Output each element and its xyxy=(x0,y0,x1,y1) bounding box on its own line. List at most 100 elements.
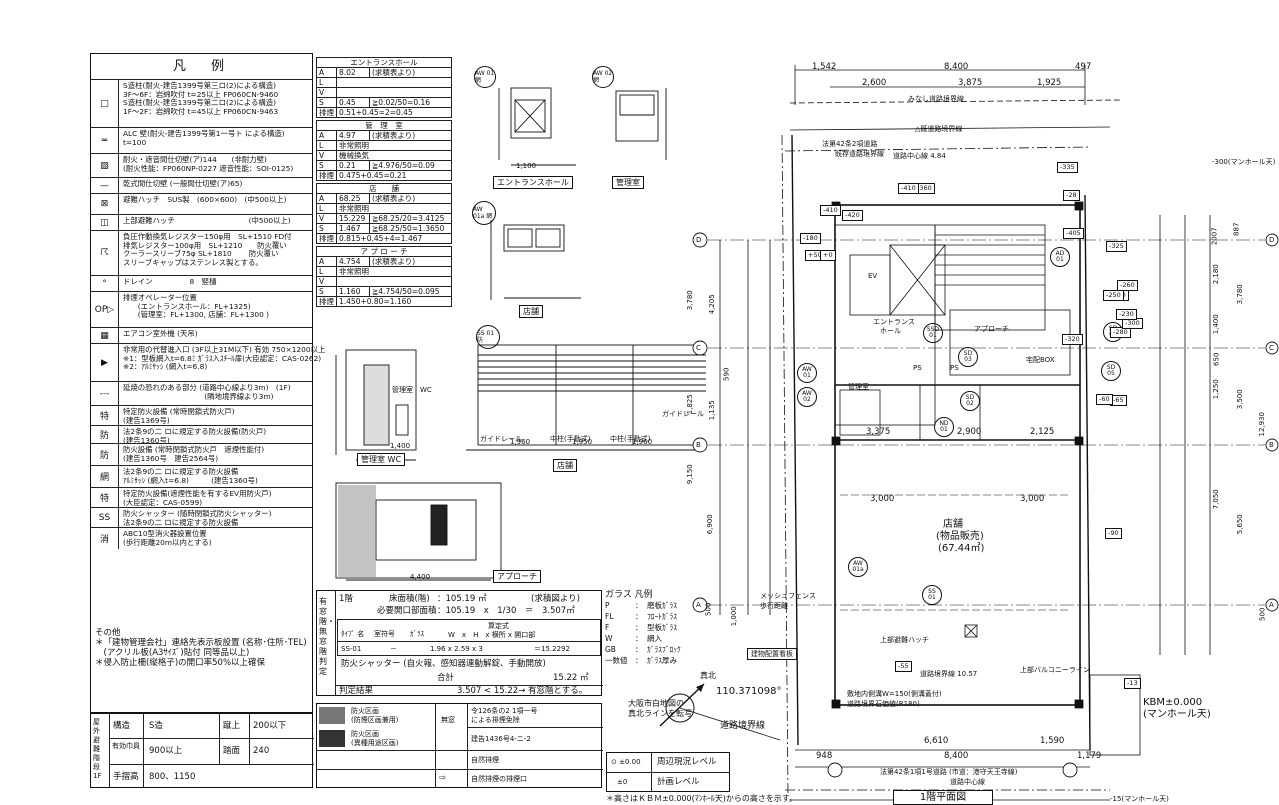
legend-symbol-icon: 防 xyxy=(91,444,119,465)
note-gutter: 敷地内側溝W=150(側溝蓋付) xyxy=(847,690,942,698)
dim-right-3780: 3,780 xyxy=(1235,284,1244,305)
glass-legend-text: ： xyxy=(635,656,643,665)
legend-symbol-icon: ⊠ xyxy=(91,194,119,214)
room-ev: EV xyxy=(868,272,878,280)
north-angle: 110.371098° xyxy=(716,686,782,697)
legend-description: 法2条9の二 ロに規定する防火設備(防火戸)(建告1360号) xyxy=(123,427,310,445)
glass-legend-text: ： xyxy=(635,601,643,610)
legend-line: (大臣認定：CAS-0599) xyxy=(123,497,203,507)
dim-right-7050: 7,050 xyxy=(1211,489,1220,510)
glass-legend-text: 磨板ｶﾞﾗｽ xyxy=(647,601,677,610)
legend-description: 防火シャッター (随時閉鎖式防火シャッター)法2条9の二 ロに規定する防火設備 xyxy=(123,509,310,527)
head-type: ﾀｲﾌﾟ 名 xyxy=(341,630,365,638)
calc-side-label: 有窓階・無窓階判定 xyxy=(319,597,335,676)
legend-line: (歩行距離20m以内とする) xyxy=(123,537,212,547)
legend-line: 法2条9の二 ロに規定する防火設備 xyxy=(123,467,239,476)
shutter-note: 防火シャッター (自火報、感知器連動解錠、手動開放) xyxy=(341,659,546,669)
legend-description: S造柱(耐火-建告1399号第三ロ(2)による構造)3F～6F：岩綿吹付 t=2… xyxy=(123,81,310,116)
level-legend: ⊙ ±0.00 周辺現況レベル ±0 計画レベル xyxy=(606,752,730,792)
grid-d-left: D xyxy=(696,236,702,244)
legend-line: (エントランスホール：FL+1325) xyxy=(123,301,251,311)
glass-legend-text: ｶﾞﾗｽ厚み xyxy=(647,656,677,665)
legend-line: 乾式間仕切壁 (一般間仕切壁(ア)65) xyxy=(123,179,243,188)
room-entrance-1: エントランス xyxy=(873,318,915,326)
grid-a-right: A xyxy=(1269,601,1274,609)
legend-panel: 凡 例 □S造柱(耐火-建告1399号第三ロ(2)による構造)3F～6F：岩綿吹… xyxy=(90,53,326,713)
road-boundary-line: 道路境界線 xyxy=(720,721,766,731)
legend-line: t=100 xyxy=(123,137,147,147)
level-tag: -420 xyxy=(842,210,863,221)
zone-r1-1: 令126条の2 1項一号 xyxy=(471,707,538,715)
elevation-sketches xyxy=(335,87,706,581)
legend-row: ▨耐火・遮音間仕切壁(ア)144 (非耐力壁)(耐火性能：FP060NP-022… xyxy=(91,153,312,177)
row-result: ＝15.2292 xyxy=(534,645,570,653)
vent-table-cell: 0.475+0.45=0.21 xyxy=(336,170,452,181)
level-tag: -320 xyxy=(1062,334,1083,345)
verdict-value: 3.507 < 15.22→ 有窓階とする。 xyxy=(457,686,588,696)
legend-row: ▦ エアコン室外機 (天吊) xyxy=(91,327,312,343)
room-tenpo-3: (67.44㎡) xyxy=(938,543,985,554)
legend-description: エアコン室外機 (天吊) xyxy=(123,329,310,339)
caption-entrance: エントランスホール xyxy=(493,176,573,189)
room-ps-2: PS xyxy=(950,364,959,372)
dim-top-2600: 2,600 xyxy=(862,78,887,88)
dim-bottom-1179: 1,179 xyxy=(1077,751,1102,761)
level-tag: -180 xyxy=(800,233,821,244)
legend-row: □S造柱(耐火-建告1399号第三ロ(2)による構造)3F～6F：岩綿吹付 t=… xyxy=(91,79,312,127)
legend-description: 特定防火設備(遮煙性能を有するEV用防火戸)(大臣認定：CAS-0599) xyxy=(123,489,310,507)
calc-floor: 1階 xyxy=(339,594,353,604)
legend-symbol-icon: --- xyxy=(91,382,119,405)
glass-legend-text: ｶﾞﾗｽﾌﾞﾛｯｸ xyxy=(647,645,681,654)
level-r2: 計画レベル xyxy=(657,777,700,787)
row-formula: 1.96 x 2.59 x 3 xyxy=(430,645,483,653)
legend-symbol-icon: 防 xyxy=(91,426,119,443)
ss-dim-2: 1,950 xyxy=(572,438,593,446)
grid-c-left: C xyxy=(696,344,701,352)
dim-right-3500: 3,500 xyxy=(1235,389,1244,410)
north-label: 真北 xyxy=(700,671,716,680)
room-approach: アプローチ xyxy=(974,325,1009,333)
legend-row: ◫上部避難ハッチ (中500以上) xyxy=(91,214,312,230)
note-upper-hatch: 上部避難ハッチ xyxy=(880,636,929,644)
glass-legend-text: P xyxy=(605,601,610,610)
legend-line: (建告1360号) xyxy=(123,435,170,445)
dim-bottom-948: 948 xyxy=(816,751,833,761)
legend-symbol-icon: SS xyxy=(91,508,119,527)
glass-legend-text: ： xyxy=(635,623,643,632)
legend-line: 非常用の代替進入口 (3F以上31M以下) 有効 750×1200以上 xyxy=(123,345,326,354)
room-kanri: 管理室 xyxy=(848,383,869,391)
legend-row: ---延焼の恐れのある部分 (道路中心線より3m) (1F) (隣地境界線より3… xyxy=(91,381,312,405)
vent-table-cell: 0.51+0.45=2=0.45 xyxy=(336,107,452,118)
notes-title: その他 xyxy=(95,628,121,638)
level-tag: -410 xyxy=(898,183,919,194)
legend-symbol-icon: □ xyxy=(91,80,119,127)
legend-symbol-icon: — xyxy=(91,178,119,193)
dim-left-500: 500 xyxy=(704,602,713,616)
dim-left-1135: 1,135 xyxy=(707,400,716,421)
legend-row: ⊠避難ハッチ SUS製 (600×600) (中500以上) xyxy=(91,193,312,214)
legend-line: 防火シャッター (随時閉鎖式防火シャッター) xyxy=(123,509,272,518)
naka-bashira-2: 中柱(手動式) xyxy=(610,435,651,443)
zone-legend: 防火区画 (防煙区画兼用) 防火区画 (異種用途区画) 無窓 令126条の2 1… xyxy=(316,703,603,788)
tag-aw01a: AW 01a 網 xyxy=(472,196,496,225)
dim-top-497: 497 xyxy=(1075,62,1092,72)
building-board: 建物配置看板 xyxy=(747,648,797,660)
zone-r4: 自然排煙の排煙口 xyxy=(471,775,527,783)
level-tag: -90 xyxy=(1105,528,1122,539)
legend-line: ※1：型板網入t=6.8ﾐ ｶﾞﾗｽ入ｽﾁｰﾙ扉(大臣認定：CAS-0262) xyxy=(123,353,322,363)
room-takuhai: 宅配BOX xyxy=(1026,356,1055,364)
plan-title: 1階平面図 xyxy=(893,790,993,805)
level-tag: -60 xyxy=(1096,394,1113,405)
note-boundary-stone: 道路境界石価値(R180) xyxy=(847,700,920,708)
legend-description: 法2条9の二 ロに規定する防火設備ｱﾙﾐｻｯｼ (網入t=6.8) (建告136… xyxy=(123,467,310,485)
guide-rail-left: ガイドレール xyxy=(480,435,522,443)
caption-approach: アプローチ xyxy=(493,570,541,583)
legend-symbol-icon: ▦ xyxy=(91,328,119,343)
wc-label: WC xyxy=(420,386,432,394)
